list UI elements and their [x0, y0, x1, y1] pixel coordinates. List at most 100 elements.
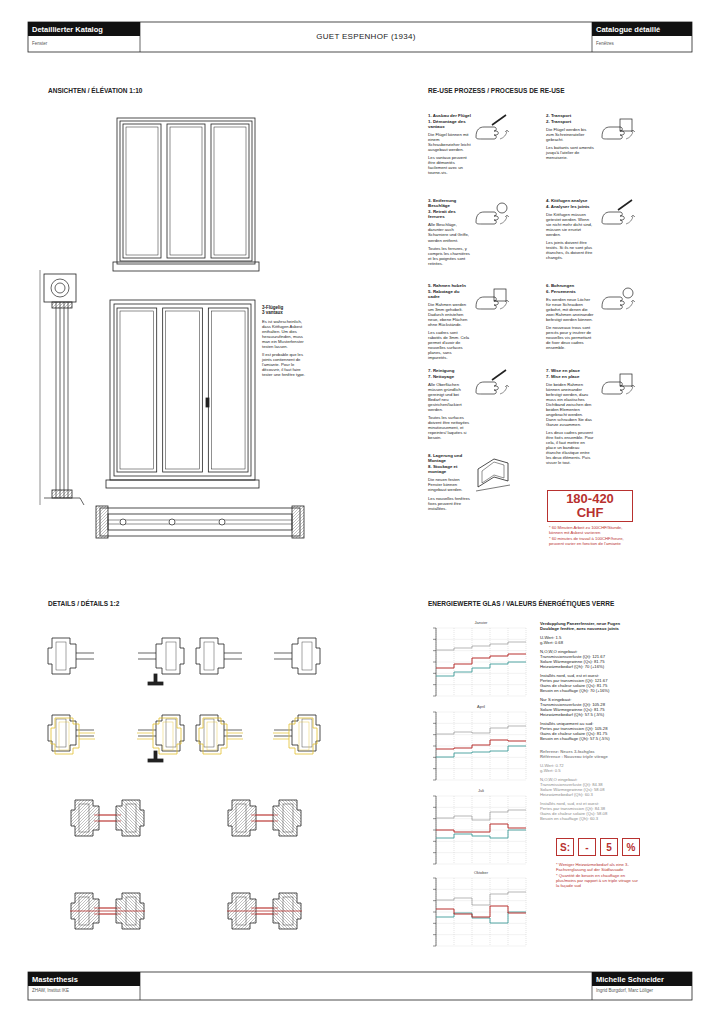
drawing-line [436, 639, 526, 640]
window-sash [167, 124, 205, 258]
drawing-line [436, 628, 437, 696]
drawing-rect [114, 304, 251, 476]
drawing-part [116, 800, 144, 836]
step-heading: 4. Kittfugen analyse [546, 198, 594, 203]
drawing-line [436, 796, 526, 797]
chart-line [436, 810, 526, 820]
drawing-part [626, 386, 633, 394]
drawing-line [436, 673, 526, 674]
step-text: Les vantaux peuvent être démontés facile… [428, 155, 472, 175]
drawing-part [251, 815, 273, 816]
plan-frame [100, 508, 300, 536]
window-sash [208, 308, 248, 472]
step-text: Les battants sont amenés jusqu'à l'ateli… [546, 145, 594, 160]
chart-line [436, 892, 526, 905]
drawing-line [436, 946, 526, 947]
section-heading: ANSICHTEN / ÉLÉVATION 1:10 [48, 87, 308, 95]
drawing-part [482, 462, 504, 483]
step-icon [476, 459, 510, 491]
energy-value: Pertes par transmission (Qt): 105.28 [540, 726, 652, 731]
step-icon [602, 200, 635, 224]
energy-value: Pertes par transmission (Qt): 84.38 [540, 806, 652, 811]
drawing-part [166, 719, 176, 747]
drawing-line [472, 878, 473, 946]
chart-line [436, 726, 526, 734]
energy-value: Installés nord, sud, est et ouest: [540, 673, 652, 678]
drawing-part [56, 642, 66, 670]
drawing-part [292, 638, 320, 674]
drawing-part [274, 653, 292, 654]
value-box: % [622, 838, 640, 856]
node-text: - [585, 842, 588, 853]
drawing-circle [219, 519, 225, 525]
drawing-part [626, 301, 633, 309]
drawing-part [494, 289, 506, 301]
drawing-line [433, 864, 436, 865]
drawing-circle [169, 519, 175, 525]
chart-line [436, 740, 526, 749]
footer-frame [28, 972, 692, 1000]
step-text: Alle Beschläge, darunter auch Scharniere… [428, 222, 472, 242]
step-text: Les nouvelles fenêtres fixes peuvent êtr… [428, 496, 472, 511]
value-box: - [578, 838, 596, 856]
drawing-part [476, 127, 498, 139]
energy-value: Installés nord, sud, est et ouest: [540, 801, 652, 806]
drawing-line [436, 712, 526, 713]
drawing-line [433, 734, 436, 735]
drawing-part [274, 659, 292, 660]
frame-profile [48, 638, 94, 674]
drawing-part [224, 659, 242, 660]
drawing-part [59, 722, 69, 750]
value-box: S: [556, 838, 574, 856]
drawing-part [227, 739, 243, 740]
drawing-line [436, 780, 526, 781]
drawing-line [433, 878, 436, 879]
drawing-line [436, 723, 526, 724]
energy-value: Heizwärmebedarf (Qh): 57.5 (-5%) [540, 712, 652, 717]
drawing-line [433, 662, 436, 663]
drawing-line [436, 864, 526, 865]
drawing-line [436, 768, 526, 769]
step-heading: 3. Retrait des ferrures [428, 209, 472, 220]
frame-profile [196, 638, 242, 674]
drawing-line [454, 712, 455, 780]
drawing-line [433, 946, 436, 947]
chart-line [436, 824, 526, 832]
drawing-part [602, 297, 624, 309]
chart-line [436, 906, 526, 917]
drawing-line [108, 520, 292, 521]
drawing-line [436, 628, 437, 696]
drawing-part [79, 804, 89, 832]
energy-value: Heizwärmebedarf (Qh): 70 (+16%) [540, 664, 652, 669]
drawing-part [94, 821, 116, 822]
step-text: Alle Oberflächen müssen gründlich gerein… [428, 382, 472, 412]
chart-month: Juli [436, 789, 526, 794]
shutter-roll [51, 279, 69, 297]
drawing-part [199, 718, 227, 754]
note-text: Es ist wahrscheinlich, dass Kittfugen As… [262, 319, 306, 349]
step-text: Les cadres sont rabotés de 3mm. Cela per… [428, 330, 472, 360]
step-heading: 1. Démontage des vantaux [428, 119, 472, 130]
energy-value: g-Wert: 0.68 [540, 640, 652, 645]
drawing-part [94, 908, 116, 909]
drawing-part [500, 301, 507, 309]
drawing-part [500, 216, 507, 224]
step-heading: 7. Nettoyage [428, 374, 472, 379]
node-text: S: [560, 842, 570, 853]
frame-profile [94, 800, 144, 836]
drawing-part [505, 215, 509, 217]
drawing-part [48, 638, 76, 674]
drawing-part [71, 800, 99, 836]
step-text: Les joints doivent être testés. Si ils n… [546, 240, 594, 260]
drawing-part [273, 733, 289, 734]
energy-value: Doublage fenêtre, avec nouveaux joints [540, 626, 652, 631]
chart-month: Janvier [436, 621, 526, 626]
step-icon [602, 119, 635, 139]
window-glass [126, 127, 158, 255]
drawing-line [433, 889, 436, 890]
title-bar: Masterthesis [28, 972, 140, 986]
drawing-part [79, 733, 95, 734]
energy-value: Référence : Nouveau triple vitrage [540, 754, 652, 759]
drawing-part [126, 804, 136, 832]
